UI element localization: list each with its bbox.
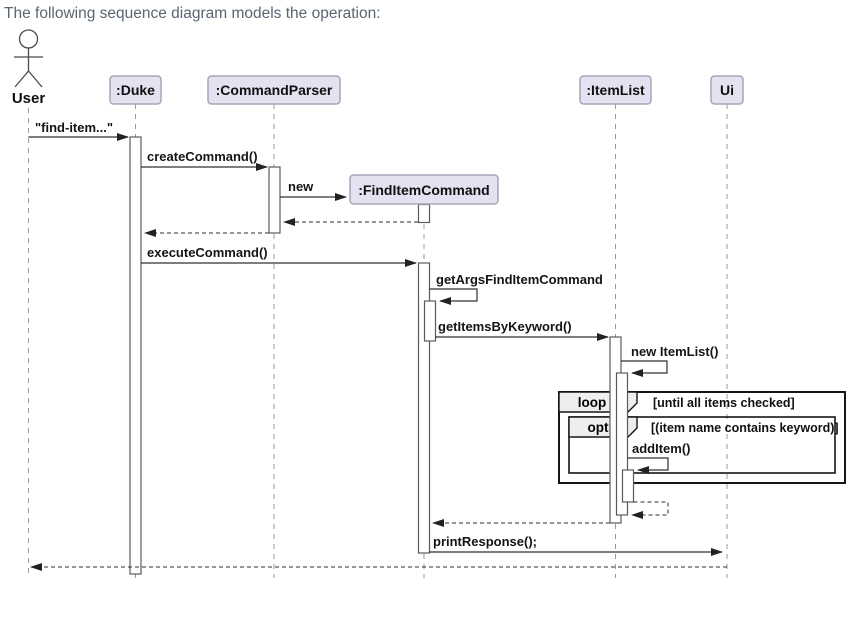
message-new: new: [280, 179, 347, 201]
participant-commandparser: :CommandParser: [207, 75, 341, 105]
activation-finditemcommand-nested: [423, 300, 437, 342]
participant-finditemcommand: :FindItemCommand: [349, 174, 499, 205]
activation-itemlist-inner: [621, 469, 635, 503]
participant-commandparser-box: [207, 75, 341, 105]
activation-itemlist-nested: [615, 372, 629, 516]
participant-itemlist-box: [579, 75, 652, 105]
selfcall-newitemlist-label: new ItemList(): [631, 344, 718, 359]
activation-finditemcommand: [417, 262, 431, 554]
participant-finditemcommand-label: :FindItemCommand: [358, 182, 489, 198]
fragment-opt-box: [568, 416, 836, 474]
message-createcommand: createCommand(): [141, 149, 268, 171]
selfcall-getargs-arrow: [429, 288, 478, 305]
message-printresponse-label: printResponse();: [433, 534, 537, 549]
participant-ui-box: [710, 75, 744, 105]
participant-duke-box: [109, 75, 162, 105]
participant-itemlist-label: :ItemList: [586, 82, 645, 98]
fragment-loop-box: [558, 391, 846, 484]
participant-ui-label: Ui: [720, 82, 734, 98]
selfcall-newitemlist: new ItemList(): [621, 344, 718, 377]
message-find-item-label: "find-item...": [35, 120, 113, 135]
activation-finditemcommand-create: [417, 203, 431, 224]
participant-ui: Ui: [710, 75, 744, 105]
participant-itemlist: :ItemList: [579, 75, 652, 105]
message-printresponse: printResponse();: [429, 534, 723, 556]
return-itemlist-self: [631, 501, 669, 519]
fragment-loop-guard: [until all items checked]: [653, 396, 795, 410]
message-new-label: new: [288, 179, 314, 194]
fragment-loop-operator: loop: [578, 395, 607, 410]
selfcall-getargs-label: getArgsFindItemCommand: [436, 272, 603, 287]
message-executecommand: executeCommand(): [141, 245, 417, 267]
activation-duke: [129, 136, 142, 575]
selfcall-additem: addItem(): [627, 441, 691, 474]
selfcall-additem-label: addItem(): [632, 441, 691, 456]
selfcall-additem-arrow: [627, 457, 669, 474]
message-executecommand-label: executeCommand(): [147, 245, 268, 260]
fragment-opt-guard: [(item name contains keyword)]: [651, 421, 839, 435]
actor-figure: [14, 48, 43, 88]
message-getitemsbykeyword-label: getItemsByKeyword(): [438, 319, 572, 334]
participant-finditemcommand-box: [349, 174, 499, 205]
actor-label: User: [12, 90, 46, 107]
actor-head: [18, 29, 39, 49]
participant-commandparser-label: :CommandParser: [216, 82, 333, 98]
message-find-item: "find-item...": [28, 120, 129, 141]
message-getitemsbykeyword: getItemsByKeyword(): [435, 319, 609, 341]
message-createcommand-label: createCommand(): [147, 149, 258, 164]
fragment-opt-operator: opt: [588, 420, 609, 435]
actor-user: User: [12, 29, 46, 107]
activation-commandparser: [268, 166, 281, 234]
participant-duke: :Duke: [109, 75, 162, 105]
selfcall-getargs: getArgsFindItemCommand: [429, 272, 603, 305]
page-title: The following sequence diagram models th…: [4, 5, 381, 22]
participant-duke-label: :Duke: [116, 82, 155, 98]
selfcall-newitemlist-arrow: [621, 360, 668, 377]
